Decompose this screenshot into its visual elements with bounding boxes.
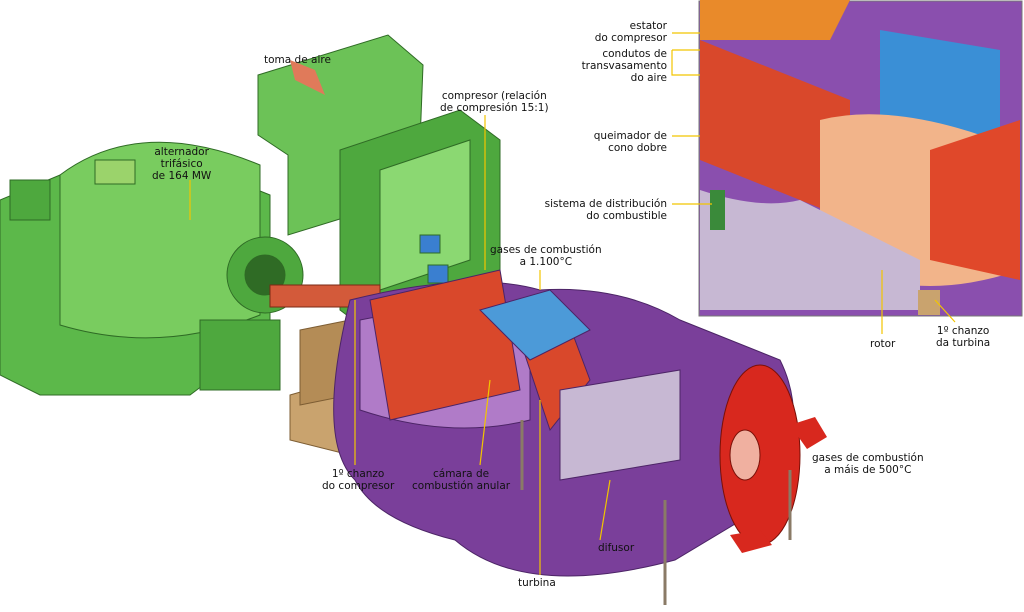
label-line: estator	[629, 20, 667, 32]
intake-arrow-icon	[290, 60, 325, 95]
label-line: 1º chanzo	[331, 468, 385, 480]
inset-label-rotor: rotor	[870, 338, 896, 350]
label-line: combustión anular	[412, 480, 511, 492]
label-diffuser: difusor	[598, 542, 635, 554]
label-line: sistema de distribución	[544, 198, 667, 210]
label-line: alternador	[154, 146, 209, 158]
inset-label-fuel-distribution: sistema de distribución do combustible	[545, 198, 667, 222]
label-line: cámara de	[433, 468, 490, 480]
label-line: trifásico	[160, 158, 203, 170]
label-line: transvasamento	[581, 60, 667, 72]
label-air-intake: toma de aire	[264, 54, 331, 66]
label-exhaust-gases: gases de combustión a máis de 500°C	[812, 452, 924, 476]
label-line: cono dobre	[608, 142, 667, 154]
inset-leader-lines	[671, 32, 956, 334]
label-line: condutos de	[602, 48, 667, 60]
label-line: gases de combustión	[490, 244, 602, 256]
label-line: de 164 MW	[152, 170, 212, 182]
turbine-casing	[333, 269, 795, 577]
label-line: a máis de 500°C	[824, 464, 912, 476]
label-combustion-gases-hot: gases de combustión a 1.100°C	[490, 244, 602, 268]
label-line: compresor (relación	[441, 90, 547, 102]
support-legs	[520, 420, 792, 605]
inset-label-double-cone-burner: queimador de cono dobre	[594, 130, 667, 154]
label-combustion-chamber: cámara de combustión anular	[412, 468, 510, 492]
inset-label-turbine-first-stage: 1º chanzo da turbina	[936, 325, 990, 349]
label-compressor-first-stage: 1º chanzo do compresor	[322, 468, 394, 492]
leader-lines	[189, 115, 611, 575]
label-turbine: turbina	[518, 577, 556, 589]
label-alternator: alternador trifásico de 164 MW	[152, 146, 211, 182]
label-line: 1º chanzo	[936, 325, 990, 337]
exhaust-arrow-icon	[790, 417, 827, 449]
label-line: do combustible	[586, 210, 667, 222]
label-line: da turbina	[936, 337, 991, 349]
label-line: queimador de	[593, 130, 667, 142]
label-line: do compresor	[594, 32, 667, 44]
label-line: do aire	[630, 72, 667, 84]
label-line: gases de combustión	[812, 452, 924, 464]
alternator	[0, 141, 304, 396]
label-line: do compresor	[322, 480, 395, 492]
label-compressor: compresor (relación de compresión 15:1)	[440, 90, 549, 114]
inset-label-air-transfer-ducts: condutos de transvasamento do aire	[582, 48, 667, 84]
label-line: a 1.100°C	[519, 256, 573, 268]
detail-inset	[698, 0, 1023, 317]
label-line: de compresión 15:1)	[440, 102, 549, 114]
inset-label-compressor-stator: estator do compresor	[595, 20, 667, 44]
exhaust-diffuser-outlet	[290, 60, 827, 553]
